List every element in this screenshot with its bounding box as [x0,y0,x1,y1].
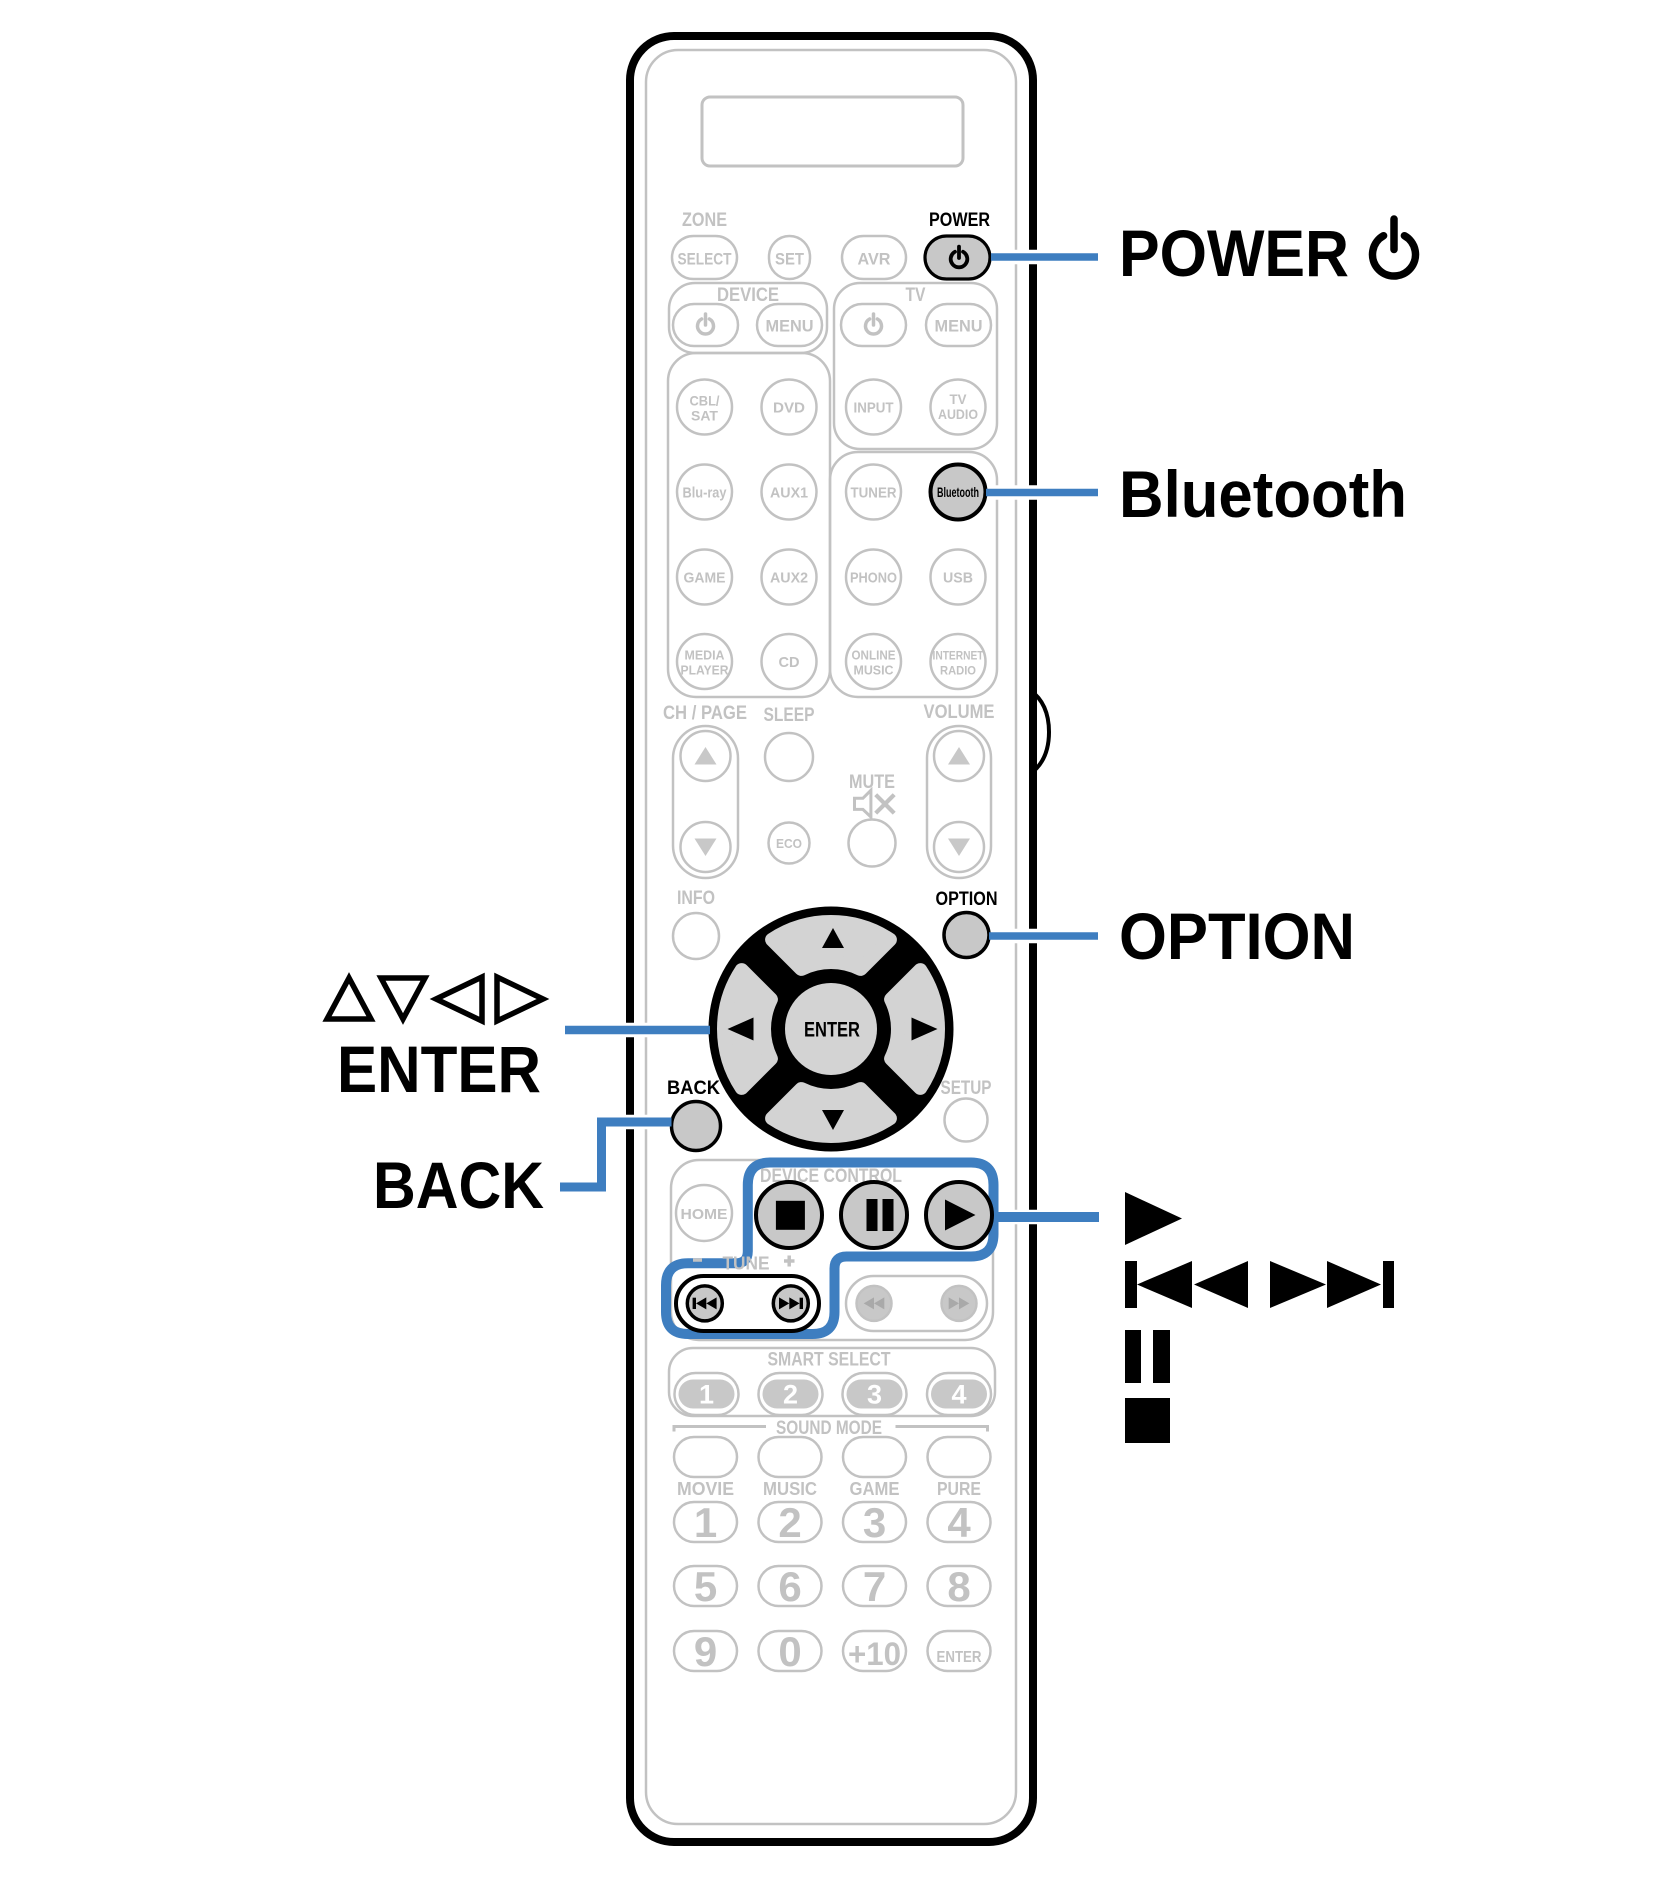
svg-text:ENTER: ENTER [804,1019,860,1042]
svg-text:CBL/: CBL/ [690,393,720,409]
svg-text:9: 9 [694,1628,717,1675]
svg-text:SELECT: SELECT [678,250,732,269]
svg-text:ECO: ECO [776,836,802,851]
svg-text:MENU: MENU [766,317,814,336]
svg-text:6: 6 [778,1563,801,1610]
svg-text:MENU: MENU [935,317,983,336]
svg-text:TV: TV [950,391,968,407]
svg-text:GAME: GAME [684,569,726,586]
svg-text:1: 1 [694,1499,717,1546]
svg-text:MOVIE: MOVIE [677,1479,734,1499]
svg-text:SET: SET [775,250,805,269]
svg-text:Bluetooth: Bluetooth [937,485,979,500]
svg-text:2: 2 [783,1380,798,1410]
svg-text:PHONO: PHONO [850,569,897,586]
svg-text:Bluetooth: Bluetooth [1119,457,1407,531]
svg-text:TV: TV [906,285,926,306]
svg-text:GAME: GAME [850,1479,900,1499]
svg-text:BACK: BACK [373,1148,544,1222]
svg-text:3: 3 [867,1380,882,1410]
svg-text:POWER: POWER [929,210,990,231]
svg-text:+10: +10 [848,1636,901,1672]
svg-text:ENTER: ENTER [337,1032,541,1106]
svg-text:Blu-ray: Blu-ray [683,484,728,501]
svg-text:ONLINE: ONLINE [852,648,896,663]
svg-text:8: 8 [947,1563,970,1610]
svg-text:7: 7 [863,1563,886,1610]
svg-text:MUSIC: MUSIC [763,1479,817,1499]
svg-text:OPTION: OPTION [1119,899,1355,973]
svg-text:AUDIO: AUDIO [938,406,978,422]
svg-text:SMART SELECT: SMART SELECT [768,1349,891,1371]
svg-text:ENTER: ENTER [937,1649,982,1666]
svg-text:AUX2: AUX2 [770,569,808,586]
svg-text:MUSIC: MUSIC [854,663,895,678]
svg-text:1: 1 [699,1380,714,1410]
svg-text:MUTE: MUTE [849,772,895,793]
svg-text:MEDIA: MEDIA [685,648,726,663]
svg-text:5: 5 [694,1563,717,1610]
svg-text:2: 2 [778,1499,801,1546]
svg-text:SAT: SAT [691,408,718,424]
svg-text:INTERNET: INTERNET [933,648,985,662]
svg-text:DVD: DVD [773,399,805,416]
svg-text:TUNE: TUNE [723,1253,770,1274]
svg-text:USB: USB [943,569,973,586]
svg-text:VOLUME: VOLUME [924,702,995,723]
svg-text:4: 4 [947,1499,971,1546]
svg-text:4: 4 [951,1380,966,1410]
svg-text:CD: CD [779,654,800,671]
svg-text:OPTION: OPTION [936,889,998,910]
svg-text:HOME: HOME [681,1206,728,1223]
svg-text:PLAYER: PLAYER [681,663,730,678]
svg-text:TUNER: TUNER [851,484,897,501]
svg-text:INPUT: INPUT [854,400,894,417]
svg-text:PURE: PURE [937,1479,981,1499]
svg-text:0: 0 [778,1628,801,1675]
svg-text:AVR: AVR [858,250,891,269]
svg-text:BACK: BACK [667,1078,720,1099]
svg-text:POWER: POWER [1119,216,1349,290]
svg-text:3: 3 [863,1499,886,1546]
svg-text:SLEEP: SLEEP [764,705,815,726]
svg-text:DEVICE: DEVICE [717,285,779,306]
svg-text:AUX1: AUX1 [770,484,808,501]
svg-text:RADIO: RADIO [940,663,976,677]
svg-text:ZONE: ZONE [682,210,727,231]
svg-text:SOUND MODE: SOUND MODE [776,1418,882,1439]
svg-text:SETUP: SETUP [941,1078,992,1099]
svg-text:INFO: INFO [677,888,715,909]
svg-text:CH / PAGE: CH / PAGE [663,703,747,724]
